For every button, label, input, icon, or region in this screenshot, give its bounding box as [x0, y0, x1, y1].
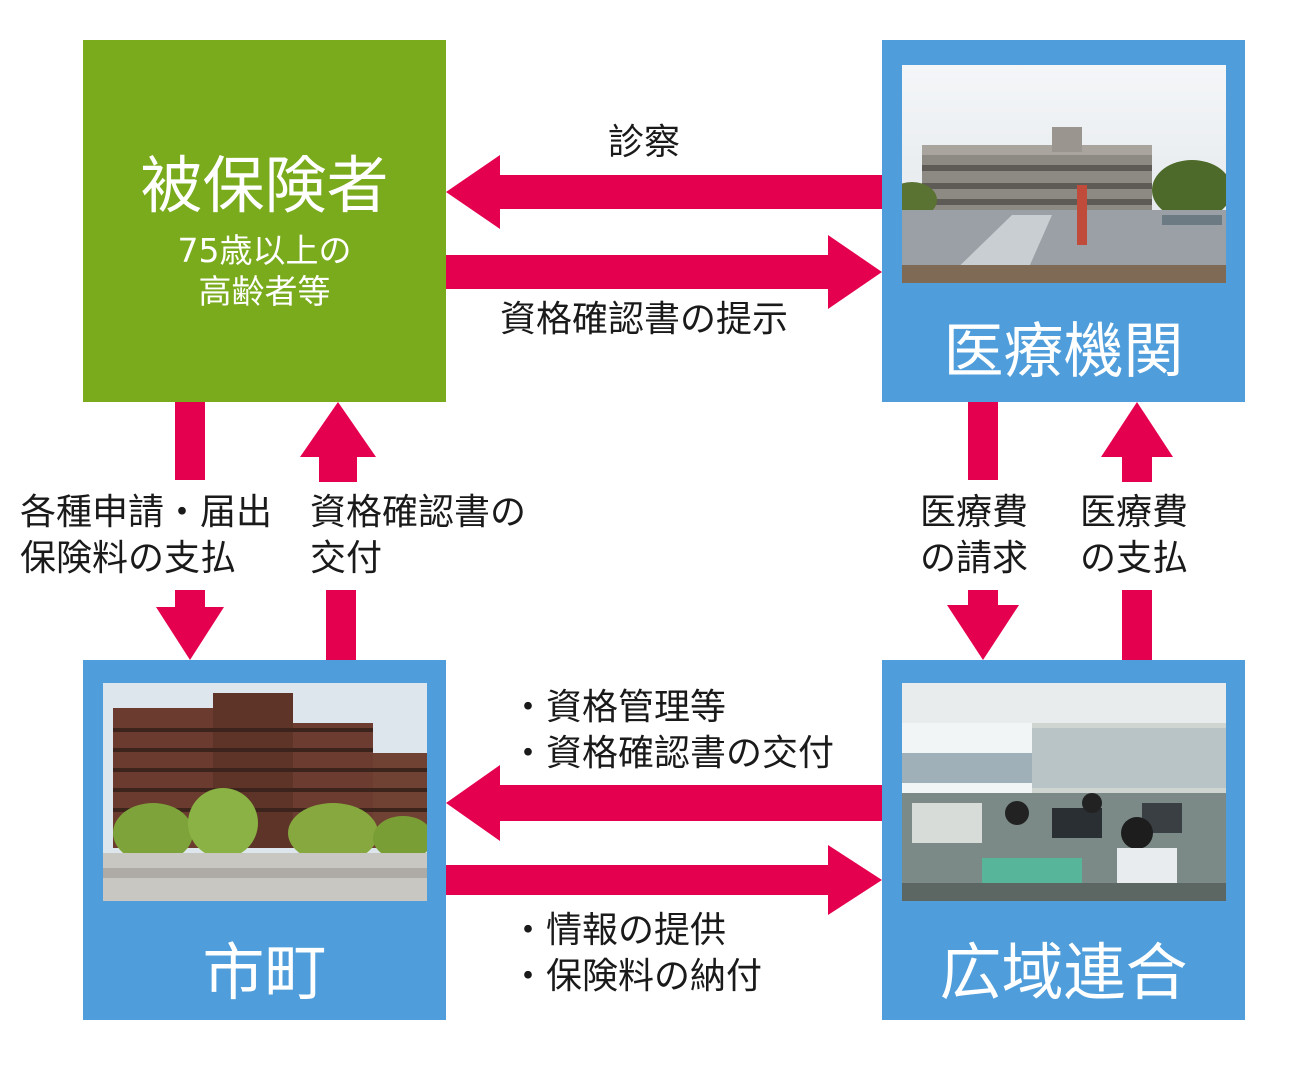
city-node: 市町 — [83, 660, 446, 1020]
label-present-cert: 資格確認書の提示 — [500, 299, 789, 340]
label-union-to-city-line-2: ・資格確認書の交付 — [510, 733, 835, 774]
arrow-cost-pay-shaft-bottom — [1122, 590, 1152, 660]
union-node: 広域連合 — [882, 660, 1245, 1020]
arrow-cost-claim-head — [947, 590, 1019, 660]
label-city-to-union-line-1: ・情報の提供 — [510, 910, 727, 951]
office-photo — [902, 683, 1226, 901]
label-apply-pay: 各種申請・届出 保険料の支払 — [20, 490, 272, 582]
label-apply-pay-line-2: 保険料の支払 — [20, 538, 237, 579]
label-cost-pay-line-1: 医療費 — [1080, 492, 1189, 533]
arrow-city-to-union — [446, 845, 882, 915]
arrow-diagnosis — [446, 155, 882, 229]
label-union-to-city-line-1: ・資格管理等 — [510, 687, 727, 728]
city-title: 市町 — [202, 936, 327, 1009]
arrow-union-to-city — [446, 765, 882, 841]
arrow-issue-cert-shaft-bottom — [326, 590, 356, 660]
arrow-cost-pay-head — [1101, 402, 1173, 482]
label-issue-cert: 資格確認書の 交付 — [310, 490, 526, 582]
union-title: 広域連合 — [939, 936, 1188, 1009]
label-cost-claim-line-1: 医療費 — [920, 492, 1029, 533]
label-city-to-union-line-2: ・保険料の納付 — [510, 956, 763, 997]
arrow-apply-pay-shaft-top — [175, 402, 205, 480]
label-cost-claim-line-2: の請求 — [920, 538, 1029, 579]
insured-subtitle-line-1: 75歳以上の — [177, 231, 352, 270]
city-hall-photo — [103, 683, 427, 901]
label-union-to-city: ・資格管理等 ・資格確認書の交付 — [510, 685, 834, 777]
medical-title: 医療機関 — [943, 317, 1184, 387]
insured-subtitle: 75歳以上の 高齢者等 — [83, 230, 446, 313]
label-cost-claim: 医療費 の請求 — [920, 490, 1028, 582]
insured-title: 被保険者 — [140, 149, 389, 222]
label-apply-pay-line-1: 各種申請・届出 — [20, 492, 273, 533]
label-cost-pay-line-2: の支払 — [1080, 538, 1189, 579]
hospital-photo — [902, 65, 1226, 283]
arrow-present-cert — [446, 235, 882, 309]
label-diagnosis: 診察 — [608, 122, 681, 163]
arrow-cost-claim-shaft-top — [968, 402, 998, 480]
arrow-issue-cert-head — [300, 402, 376, 482]
label-issue-cert-line-1: 資格確認書の — [310, 492, 527, 533]
insured-node: 被保険者 75歳以上の 高齢者等 — [83, 40, 446, 402]
label-cost-pay: 医療費 の支払 — [1080, 490, 1188, 582]
arrow-apply-pay-head — [156, 590, 224, 660]
medical-node: 医療機関 — [882, 40, 1245, 402]
label-city-to-union: ・情報の提供 ・保険料の納付 — [510, 908, 762, 1000]
insured-subtitle-line-2: 高齢者等 — [198, 272, 331, 312]
label-issue-cert-line-2: 交付 — [310, 538, 383, 579]
